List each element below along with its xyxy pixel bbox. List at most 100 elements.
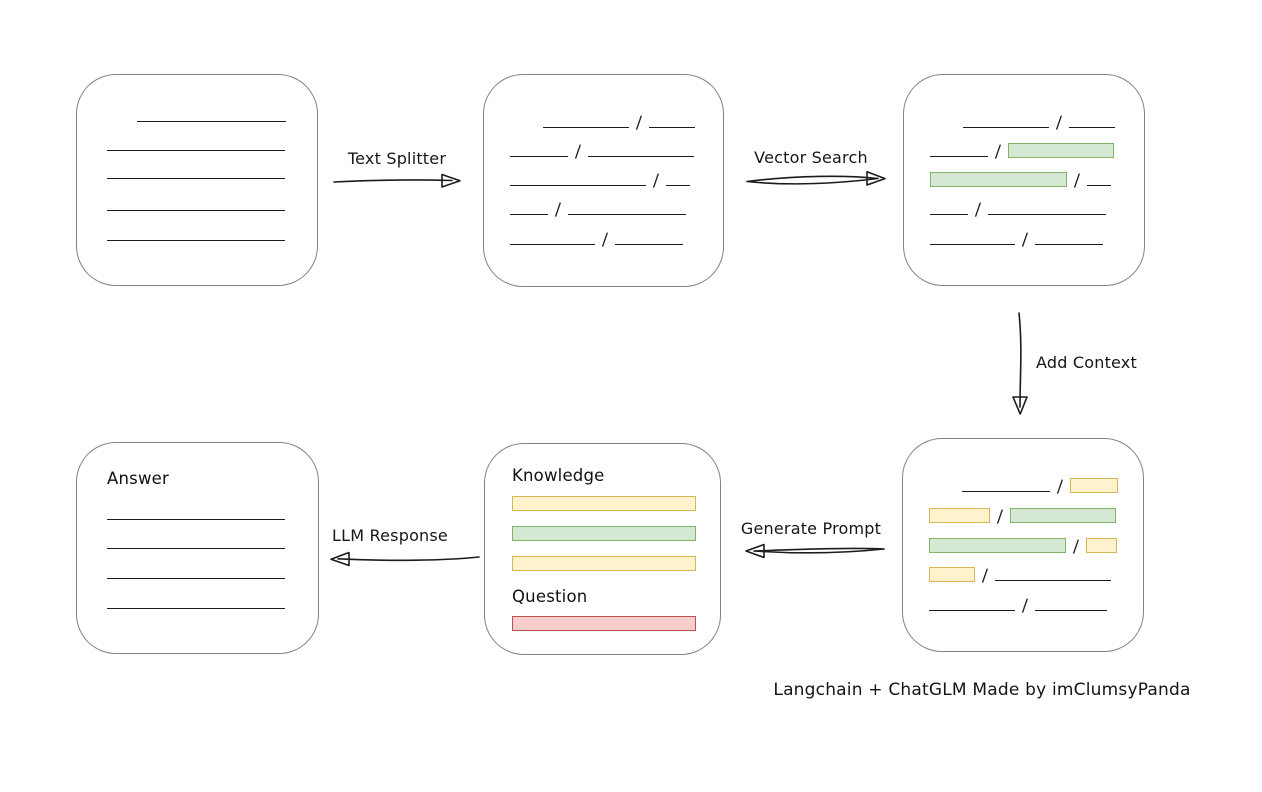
- chunk-row: /: [929, 536, 1117, 557]
- text-line: [107, 519, 285, 520]
- split-chunks-box: / / / / /: [483, 74, 724, 287]
- highlight-chunk-yellow: [929, 567, 975, 582]
- llm-response-label: LLM Response: [332, 526, 448, 545]
- text-line: [510, 156, 568, 157]
- slash-separator: /: [1021, 596, 1029, 616]
- llm-response-arrow: [337, 556, 480, 562]
- chunk-row: /: [929, 595, 1107, 616]
- text-line: [1086, 185, 1111, 186]
- text-line: [1034, 244, 1103, 245]
- chunk-row: /: [930, 199, 1106, 220]
- knowledge-bar-green: [512, 526, 696, 541]
- question-bar-red: [512, 616, 696, 631]
- knowledge-bar-yellow: [512, 496, 696, 511]
- answer-label: Answer: [107, 469, 169, 488]
- generate-prompt-arrowhead-icon: [745, 543, 765, 559]
- matched-chunks-box: / / / / /: [903, 74, 1145, 286]
- text-line: [137, 121, 286, 122]
- slash-separator: /: [601, 230, 609, 250]
- chunk-row: /: [930, 229, 1103, 250]
- text-line: [107, 178, 285, 179]
- highlight-chunk-yellow: [1085, 538, 1117, 553]
- highlight-chunk-yellow: [929, 508, 990, 523]
- text-line: [930, 156, 988, 157]
- chunk-row: /: [510, 199, 686, 220]
- text-line: [930, 244, 1015, 245]
- slash-separator: /: [1056, 477, 1064, 497]
- chunk-row: /: [510, 112, 695, 133]
- text-splitter-label: Text Splitter: [347, 149, 447, 168]
- text-splitter-arrow: [333, 179, 453, 183]
- slash-separator: /: [554, 200, 562, 220]
- add-context-label: Add Context: [1036, 353, 1137, 372]
- text-line: [930, 214, 968, 215]
- knowledge-label: Knowledge: [512, 466, 605, 485]
- text-line: [987, 214, 1106, 215]
- text-line: [107, 578, 285, 579]
- chunk-row: /: [510, 170, 690, 191]
- text-line: [510, 214, 548, 215]
- slash-separator: /: [652, 171, 660, 191]
- text-line: [107, 608, 285, 609]
- chunk-row: /: [929, 476, 1118, 497]
- source-document-box: [76, 74, 318, 286]
- add-context-arrow: [1018, 312, 1022, 408]
- spacer: [510, 128, 536, 129]
- highlight-chunk-green: [929, 538, 1066, 553]
- text-line: [107, 210, 285, 211]
- spacer: [930, 128, 956, 129]
- vector-search-arrowhead-icon: [866, 171, 886, 186]
- text-line: [107, 240, 285, 241]
- slash-separator: /: [974, 200, 982, 220]
- highlight-chunk-green: [1009, 508, 1116, 523]
- chunk-row: /: [929, 565, 1111, 586]
- slash-separator: /: [635, 113, 643, 133]
- slash-separator: /: [996, 507, 1004, 527]
- slash-separator: /: [574, 142, 582, 162]
- text-line: [929, 610, 1015, 611]
- slash-separator: /: [1073, 171, 1081, 191]
- highlight-chunk-yellow: [1069, 478, 1118, 493]
- text-line: [962, 491, 1050, 492]
- text-line: [614, 244, 683, 245]
- chunk-row: /: [930, 141, 1114, 162]
- text-line: [1068, 127, 1115, 128]
- slash-separator: /: [1055, 113, 1063, 133]
- generate-prompt-label: Generate Prompt: [740, 519, 882, 538]
- chunk-row: /: [510, 141, 694, 162]
- llm-response-arrowhead-icon: [330, 551, 350, 567]
- text-line: [510, 244, 595, 245]
- slash-separator: /: [1072, 537, 1080, 557]
- text-line: [963, 127, 1049, 128]
- question-label: Question: [512, 587, 588, 606]
- slash-separator: /: [981, 566, 989, 586]
- chunk-row: /: [930, 112, 1115, 133]
- vector-search-arrow: [746, 175, 879, 185]
- chunk-row: /: [929, 506, 1116, 527]
- highlight-chunk-green: [1007, 143, 1114, 158]
- add-context-arrowhead-icon: [1012, 396, 1028, 415]
- text-line: [587, 156, 694, 157]
- text-line: [648, 127, 695, 128]
- spacer: [929, 492, 955, 493]
- generate-prompt-arrow: [753, 547, 885, 554]
- text-line: [567, 214, 686, 215]
- text-line: [994, 580, 1111, 581]
- prompt-box: Knowledge Question: [484, 443, 721, 655]
- text-line: [107, 150, 285, 151]
- text-line: [543, 127, 629, 128]
- text-line: [665, 185, 690, 186]
- highlight-chunk-green: [930, 172, 1067, 187]
- knowledge-bar-yellow: [512, 556, 696, 571]
- slash-separator: /: [1021, 230, 1029, 250]
- caption: Langchain + ChatGLM Made by imClumsyPand…: [773, 680, 1191, 700]
- chunk-row: /: [930, 170, 1111, 191]
- vector-search-label: Vector Search: [754, 148, 868, 167]
- text-line: [510, 185, 646, 186]
- text-splitter-arrowhead-icon: [441, 173, 461, 188]
- text-line: [1034, 610, 1107, 611]
- context-chunks-box: / / / / /: [902, 438, 1144, 652]
- text-line: [107, 548, 285, 549]
